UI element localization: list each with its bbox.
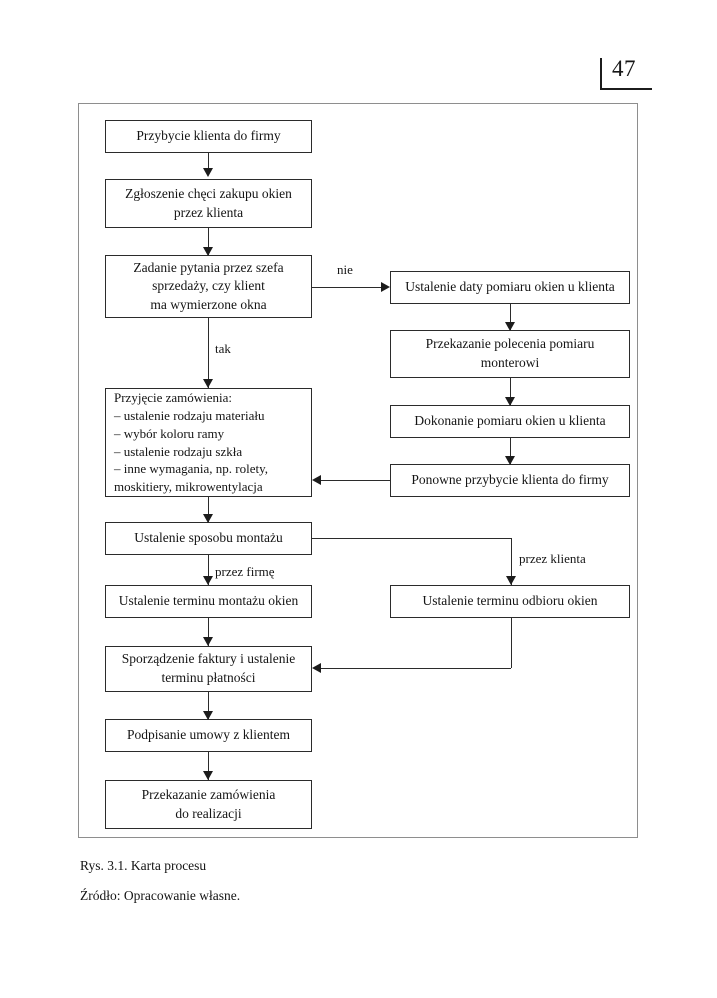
- arrowhead-order-to-install-method: [203, 514, 213, 523]
- flow-node-measure-date: Ustalenie daty pomiaru okien u klienta: [390, 271, 630, 304]
- connector-pickup-date-to-invoice-vertical: [511, 618, 512, 668]
- page-number: 47: [600, 56, 652, 90]
- connector-install-date-to-invoice: [208, 618, 209, 646]
- connector-request-to-question: [208, 228, 209, 255]
- connector-question-to-order: [208, 318, 209, 388]
- flow-node-arrival: Przybycie klienta do firmy: [105, 120, 312, 153]
- connector-measure-done-to-return-visit: [510, 438, 511, 464]
- arrowhead-measure-done-to-return-visit: [505, 456, 515, 465]
- flow-node-contract: Podpisanie umowy z klientem: [105, 719, 312, 752]
- arrowhead-question-to-order: [203, 379, 213, 388]
- flow-node-invoice: Sporządzenie faktury i ustalenie terminu…: [105, 646, 312, 692]
- arrowhead-measure-date-to-measure-order: [505, 322, 515, 331]
- edge-label-yes: tak: [215, 341, 231, 356]
- arrowhead-question-to-measure-date: [381, 282, 390, 292]
- page-number-value: 47: [612, 56, 636, 81]
- connector-return-visit-to-order: [318, 480, 390, 481]
- connector-pickup-date-to-invoice-horizontal: [318, 668, 511, 669]
- arrowhead-install-method-to-pickup-date: [506, 576, 516, 585]
- arrowhead-contract-to-handover: [203, 771, 213, 780]
- figure-caption: Rys. 3.1. Karta procesu: [80, 858, 207, 873]
- flow-node-install-date: Ustalenie terminu montażu okien: [105, 585, 312, 618]
- connector-install-method-to-pickup-date-horizontal: [312, 538, 512, 539]
- figure-frame: [78, 103, 638, 838]
- arrowhead-install-method-to-install-date: [203, 576, 213, 585]
- flow-node-handover: Przekazanie zamówienia do realizacji: [105, 780, 312, 829]
- arrowhead-return-visit-to-order: [312, 475, 321, 485]
- arrowhead-invoice-to-contract: [203, 711, 213, 720]
- arrowhead-pickup-date-to-invoice: [312, 663, 321, 673]
- arrowhead-measure-order-to-measure-done: [505, 397, 515, 406]
- connector-contract-to-handover: [208, 752, 209, 780]
- flow-node-order: Przyjęcie zamówienia: – ustalenie rodzaj…: [105, 388, 312, 497]
- connector-measure-date-to-measure-order: [510, 304, 511, 330]
- page-number-rule-horizontal: [600, 88, 652, 90]
- connector-install-method-to-pickup-date-vertical: [511, 538, 512, 585]
- flow-node-measure-order: Przekazanie polecenia pomiaru monterowi: [390, 330, 630, 378]
- flow-node-install-method: Ustalenie sposobu montażu: [105, 522, 312, 555]
- flow-node-measure-done: Dokonanie pomiaru okien u klienta: [390, 405, 630, 438]
- connector-order-to-install-method: [208, 497, 209, 522]
- connector-question-to-measure-date: [312, 287, 384, 288]
- flow-node-return-visit: Ponowne przybycie klienta do firmy: [390, 464, 630, 497]
- edge-label-by-client: przez klienta: [519, 551, 586, 566]
- connector-measure-order-to-measure-done: [510, 378, 511, 405]
- connector-arrival-to-request: [208, 153, 209, 175]
- flow-node-pickup-date: Ustalenie terminu odbioru okien: [390, 585, 630, 618]
- flow-node-request: Zgłoszenie chęci zakupu okien przez klie…: [105, 179, 312, 228]
- edge-label-by-company: przez firmę: [215, 564, 275, 579]
- edge-label-no: nie: [337, 262, 353, 277]
- page-number-rule-vertical: [600, 58, 602, 88]
- connector-install-method-to-install-date: [208, 555, 209, 585]
- arrowhead-install-date-to-invoice: [203, 637, 213, 646]
- arrowhead-request-to-question: [203, 247, 213, 256]
- flow-node-question: Zadanie pytania przez szefa sprzedaży, c…: [105, 255, 312, 318]
- connector-invoice-to-contract: [208, 692, 209, 719]
- figure-source: Źródło: Opracowanie własne.: [80, 888, 241, 903]
- arrowhead-arrival-to-request: [203, 168, 213, 177]
